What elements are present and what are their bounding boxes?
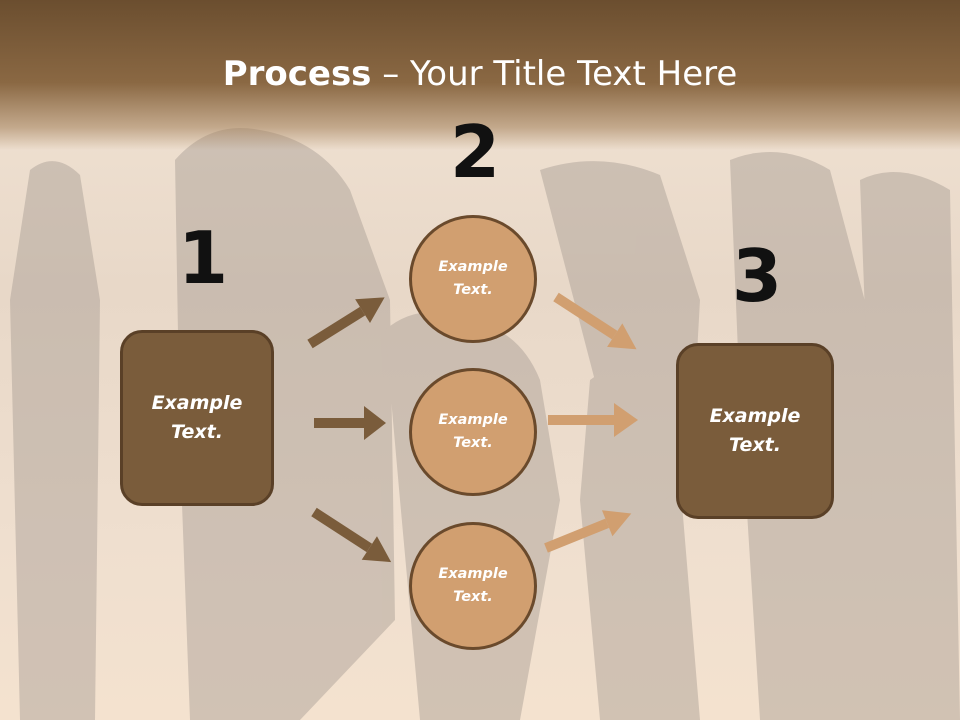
circle-bottom-text: Example Text. (438, 566, 508, 605)
title-bold: Process (222, 54, 372, 94)
circle-middle-text: Example Text. (438, 412, 508, 451)
step-3-box: Example Text. (676, 343, 834, 519)
step-1-text: Example Text. (151, 392, 243, 443)
left-arrows (307, 297, 392, 563)
circle-top-text: Example Text. (438, 259, 508, 298)
right-arrows (544, 292, 638, 553)
step-2-circle-top: Example Text. (409, 215, 537, 343)
title-banner (0, 0, 960, 150)
step-1-box: Example Text. (120, 330, 274, 506)
arrow-right-down (553, 292, 637, 350)
title-rest: – Your Title Text Here (371, 54, 738, 94)
arrow-right-mid (548, 403, 638, 437)
step-number-3: 3 (732, 234, 783, 318)
step-2-circle-bottom: Example Text. (409, 522, 537, 650)
arrow-left-down (311, 507, 392, 563)
step-number-2: 2 (450, 110, 501, 194)
arrow-left-mid (314, 406, 386, 440)
step-2-circle-middle: Example Text. (409, 368, 537, 496)
step-number-1: 1 (178, 216, 229, 300)
step-3-text: Example Text. (709, 405, 801, 456)
arrow-right-up (544, 510, 632, 553)
arrow-left-up (307, 297, 385, 349)
slide-title: Process – Your Title Text Here (0, 52, 960, 96)
